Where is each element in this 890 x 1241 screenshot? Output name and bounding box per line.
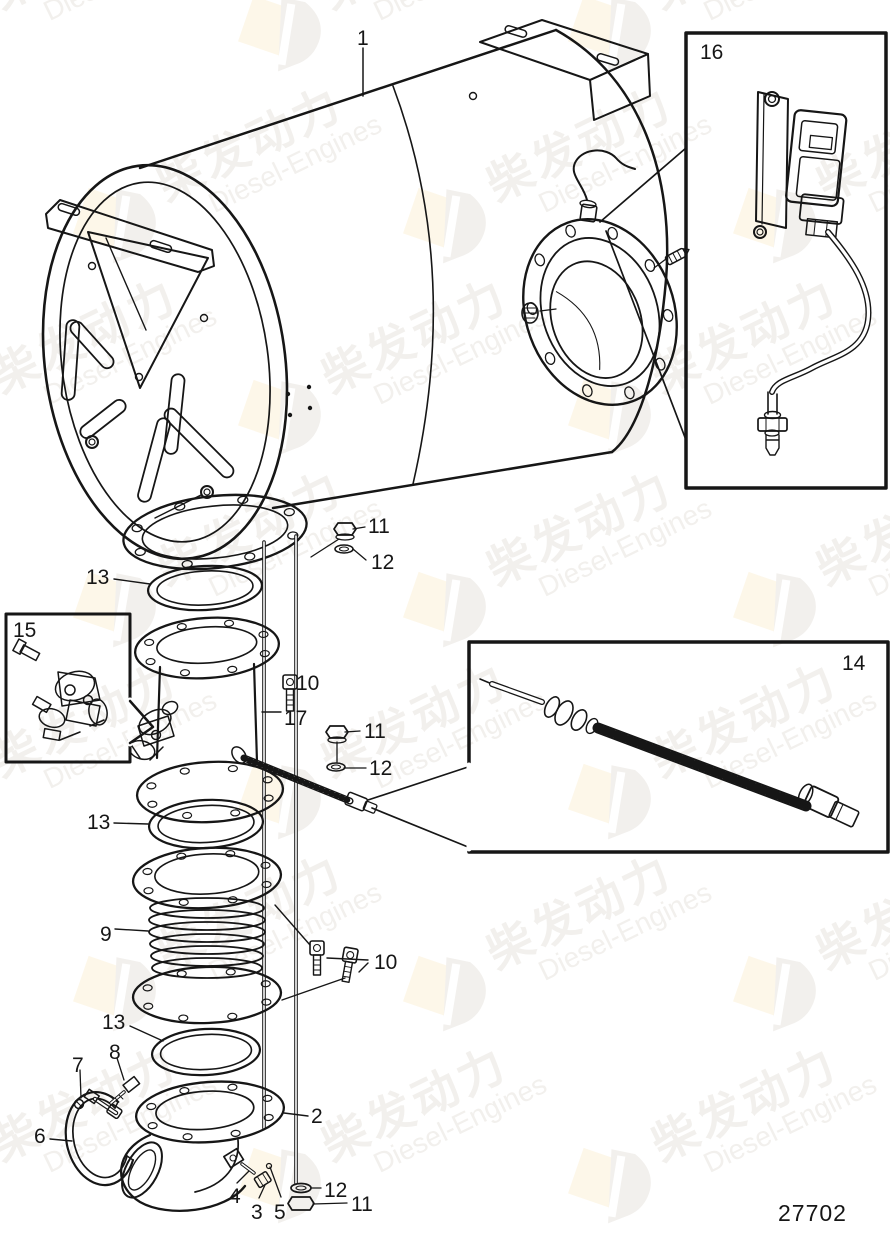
callout-5: 5	[274, 1201, 286, 1224]
brand-logo-icon	[277, 0, 321, 72]
callout-15: 15	[13, 619, 37, 642]
gasket-13c	[150, 1027, 262, 1077]
bolt-10a	[282, 674, 298, 712]
brand-logo-icon	[442, 573, 486, 648]
brand-logo-icon	[607, 1149, 651, 1224]
callout-3: 3	[251, 1201, 263, 1224]
shell-dots	[285, 384, 313, 418]
callout-9: 9	[100, 923, 112, 946]
brand-logo-icon	[442, 189, 486, 264]
callout-4: 4	[229, 1185, 241, 1208]
gasket-13b	[147, 798, 265, 850]
temp-sensor-installed	[231, 746, 378, 814]
wedge-14	[367, 766, 469, 848]
inset-box-15	[4, 612, 155, 764]
callout-7: 7	[72, 1054, 84, 1077]
leader-13b	[113, 822, 149, 825]
bolts-10b	[274, 904, 369, 1001]
callout-16: 16	[700, 41, 724, 64]
drain-fitting	[223, 1147, 282, 1199]
callout-13c: 13	[102, 1011, 126, 1034]
muffler-silencer	[41, 28, 669, 561]
studs	[262, 534, 298, 1185]
bellows-9	[114, 846, 283, 1025]
leader-7	[79, 1069, 82, 1099]
brand-logo-icon	[607, 765, 651, 840]
callout-13b: 13	[87, 811, 111, 834]
leader-13a	[113, 578, 151, 585]
drawing-number: 27702	[778, 1200, 847, 1226]
callout-10a: 10	[296, 672, 320, 695]
callout-1: 1	[357, 27, 369, 50]
leader-6	[49, 1138, 73, 1142]
sensor-boss-and-wire	[572, 149, 636, 223]
callout-2: 2	[311, 1105, 323, 1128]
sensor-flange	[521, 149, 690, 406]
brand-logo-icon	[442, 957, 486, 1032]
brand-logo-icon	[607, 0, 651, 72]
callout-11c: 11	[351, 1193, 373, 1216]
gasket-13a	[146, 564, 264, 612]
callout-12c: 12	[324, 1179, 348, 1202]
callout-14: 14	[842, 652, 866, 675]
callout-13a: 13	[86, 566, 110, 589]
callout-11a: 11	[368, 515, 390, 538]
leader-9	[114, 928, 149, 932]
inset-box-16	[684, 31, 888, 490]
leader-2	[283, 1112, 309, 1117]
callout-12a: 12	[371, 551, 395, 574]
left-mounting-bracket	[45, 199, 215, 389]
elbow-outlet-2	[119, 1080, 309, 1212]
temp-sensor-detail	[479, 678, 860, 828]
outlet-flange	[122, 493, 308, 571]
doser-valve-detail	[12, 638, 108, 742]
brand-logo-icon	[772, 957, 816, 1032]
brand-logo-icon	[772, 573, 816, 648]
wedge-16	[599, 147, 687, 441]
brand-logo-icon	[607, 381, 651, 456]
brand-logo-icon	[112, 573, 156, 648]
callout-8: 8	[109, 1041, 121, 1064]
inset-box-14	[466, 640, 890, 854]
nut-washer-bottom	[287, 1182, 348, 1211]
callout-11b: 11	[364, 720, 386, 743]
callout-10b: 10	[374, 951, 398, 974]
callout-6: 6	[34, 1125, 46, 1148]
leader-8	[116, 1057, 125, 1081]
clamp-bolt-8	[109, 1075, 141, 1105]
right-mounting-bracket	[468, 19, 651, 121]
callout-17: 17	[284, 707, 308, 730]
nox-sensor-detail	[753, 91, 872, 456]
flange-plug	[521, 302, 557, 324]
doser-valve-installed	[127, 700, 179, 761]
nut-washer-top	[310, 522, 367, 561]
nut-washer-mid	[325, 725, 367, 772]
leader-13c	[129, 1025, 164, 1042]
v-clamp-6	[49, 1057, 141, 1187]
callout-12b: 12	[369, 757, 393, 780]
connecting-pipe-17	[127, 616, 378, 824]
